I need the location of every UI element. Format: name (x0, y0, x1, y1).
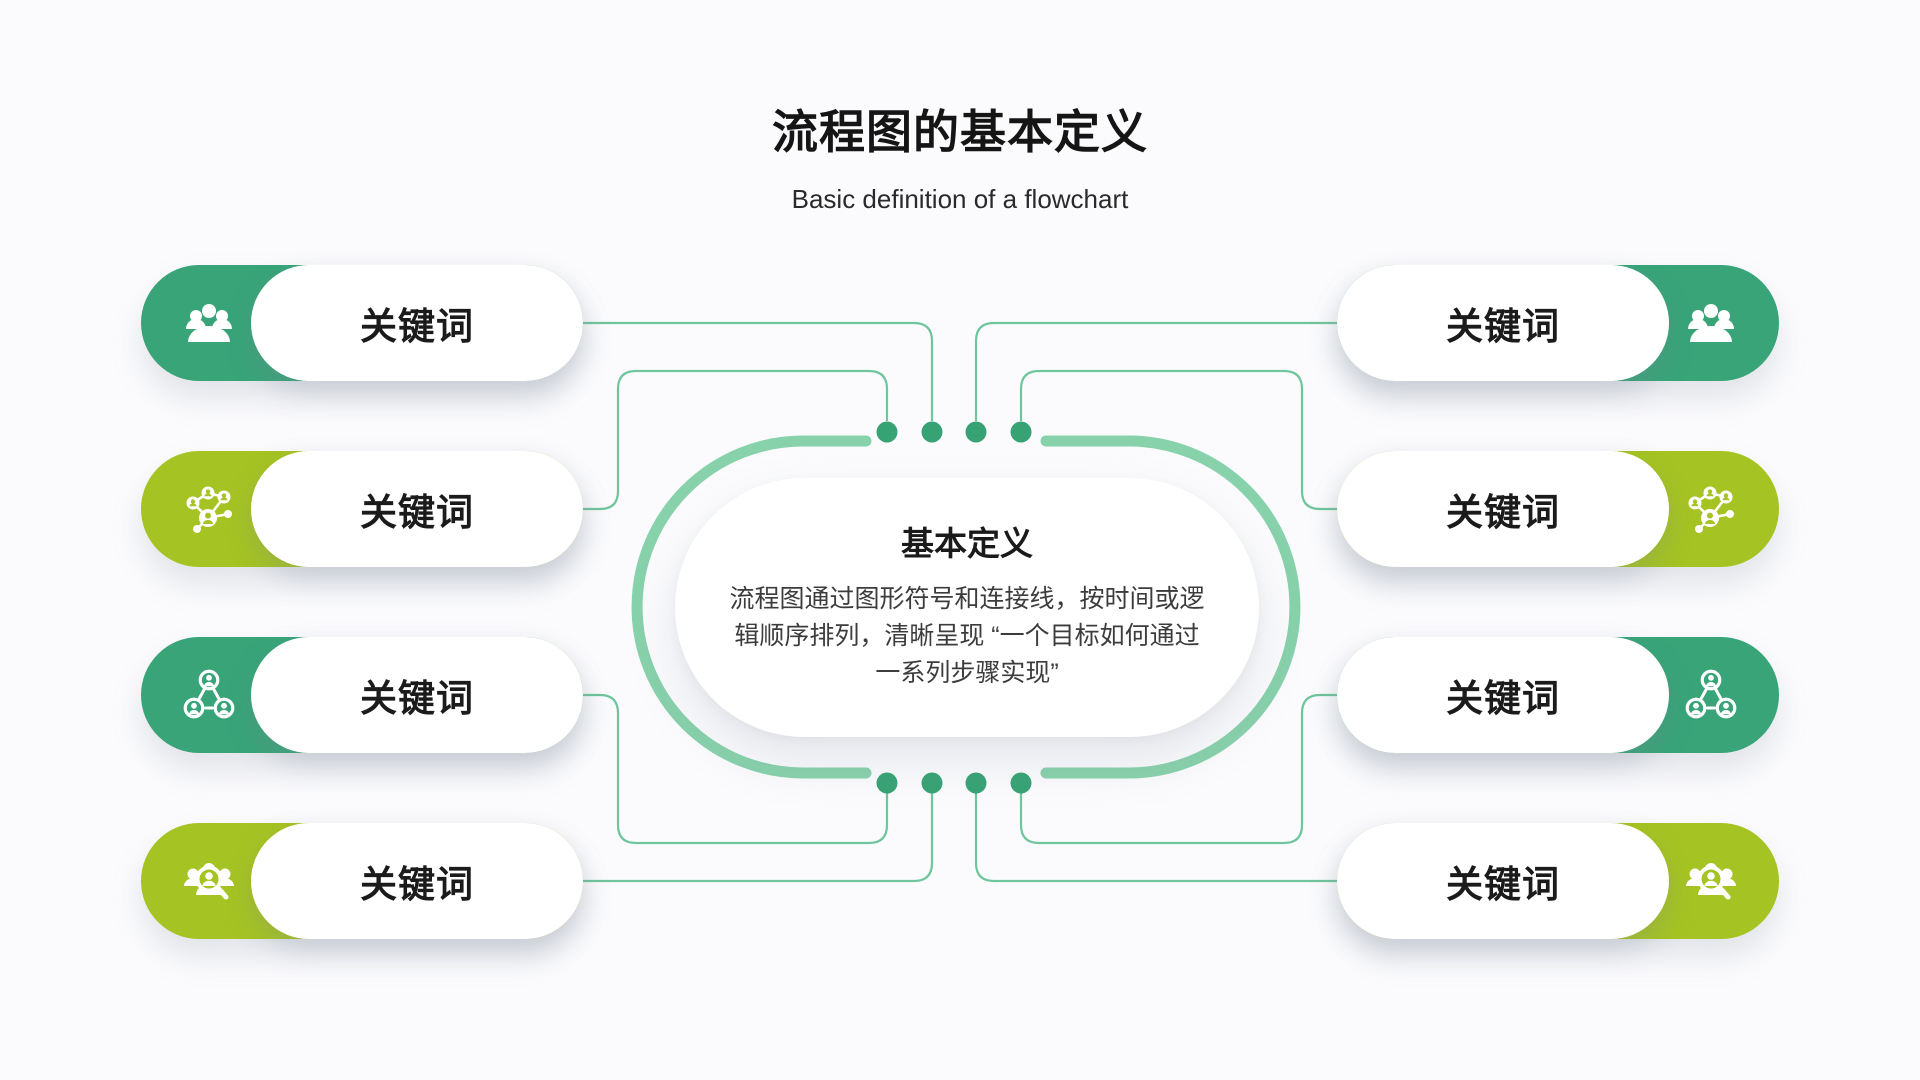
dot-bottom-1 (876, 772, 898, 794)
pill-face: 关键词 (1337, 823, 1669, 939)
center-definition-card: 基本定义 流程图通过图形符号和连接线，按时间或逻 辑顺序排列，清晰呈现 “一个目… (675, 478, 1259, 737)
pill-label: 关键词 (360, 678, 474, 719)
pill-face: 关键词 (251, 265, 583, 381)
keyword-pill-right-3: 关键词 (1337, 637, 1779, 753)
capsule-ring-left (631, 435, 872, 779)
wire-right-3 (1019, 693, 1339, 845)
keyword-pill-left-1: 关键词 (141, 265, 583, 381)
pill-face: 关键词 (251, 451, 583, 567)
people-search-icon (184, 863, 234, 900)
keyword-pill-left-2: 关键词 (141, 451, 583, 567)
pill-face: 关键词 (251, 823, 583, 939)
dot-top-2 (921, 421, 943, 443)
center-heading: 基本定义 (901, 525, 1033, 562)
pill-label: 关键词 (1446, 492, 1560, 533)
dot-top-4 (1010, 421, 1032, 443)
keyword-pill-left-3: 关键词 (141, 637, 583, 753)
dot-bottom-3 (965, 772, 987, 794)
meeting-audience-icon (186, 304, 232, 342)
pill-label: 关键词 (360, 306, 474, 347)
hierarchy-icon (1685, 669, 1737, 719)
pill-face: 关键词 (1337, 637, 1669, 753)
wire-left-1 (581, 321, 934, 421)
people-network-icon (186, 486, 232, 533)
wire-left-4 (581, 793, 934, 883)
wire-right-1 (974, 321, 1339, 421)
wire-right-4 (974, 793, 1339, 883)
dot-top-1 (876, 421, 898, 443)
keyword-pill-right-1: 关键词 (1337, 265, 1779, 381)
dot-bottom-2 (921, 772, 943, 794)
wire-left-2 (581, 369, 889, 511)
people-network-icon (1688, 486, 1734, 533)
pill-face: 关键词 (1337, 451, 1669, 567)
meeting-audience-icon (1688, 304, 1734, 342)
pill-label: 关键词 (1446, 678, 1560, 719)
hierarchy-icon (183, 669, 235, 719)
pill-label: 关键词 (1446, 864, 1560, 905)
pill-face: 关键词 (251, 637, 583, 753)
center-body-text: 流程图通过图形符号和连接线，按时间或逻 辑顺序排列，清晰呈现 “一个目标如何通过… (729, 585, 1205, 687)
wire-right-2 (1019, 369, 1339, 511)
pill-label: 关键词 (360, 492, 474, 533)
page-subtitle: Basic definition of a flowchart (791, 184, 1129, 214)
pill-label: 关键词 (360, 864, 474, 905)
wire-left-3 (581, 693, 889, 845)
keyword-pill-right-2: 关键词 (1337, 451, 1779, 567)
capsule-ring-right (1040, 435, 1301, 779)
keyword-pill-right-4: 关键词 (1337, 823, 1779, 939)
pill-label: 关键词 (1446, 306, 1560, 347)
keyword-pill-left-4: 关键词 (141, 823, 583, 939)
dot-top-3 (965, 421, 987, 443)
dot-bottom-4 (1010, 772, 1032, 794)
pill-face: 关键词 (1337, 265, 1669, 381)
people-search-icon (1686, 863, 1736, 900)
page-title: 流程图的基本定义 (772, 106, 1148, 158)
